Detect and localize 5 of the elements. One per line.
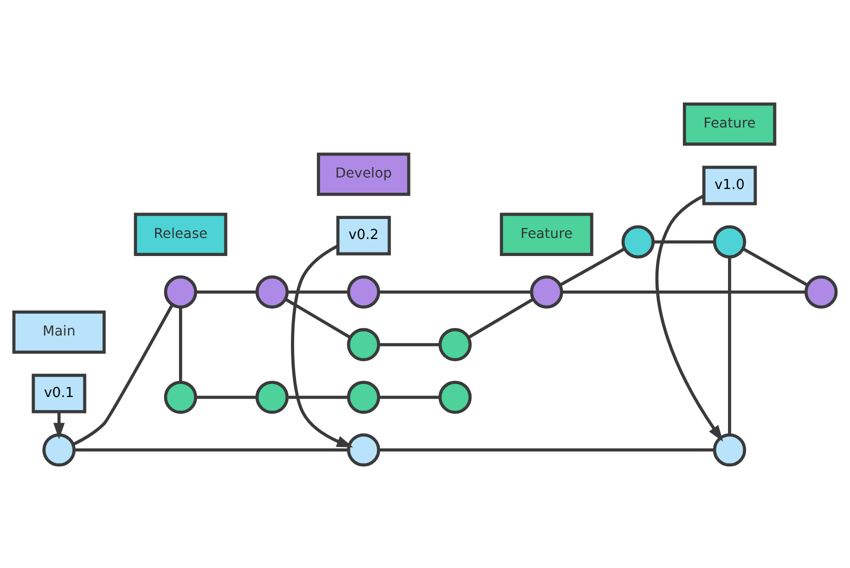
- legend-label: Feature: [520, 225, 573, 242]
- legend-label: Release: [154, 225, 208, 242]
- legend-label: Develop: [335, 165, 392, 182]
- legend-label: Feature: [704, 115, 756, 132]
- legend-label: Main: [42, 323, 76, 340]
